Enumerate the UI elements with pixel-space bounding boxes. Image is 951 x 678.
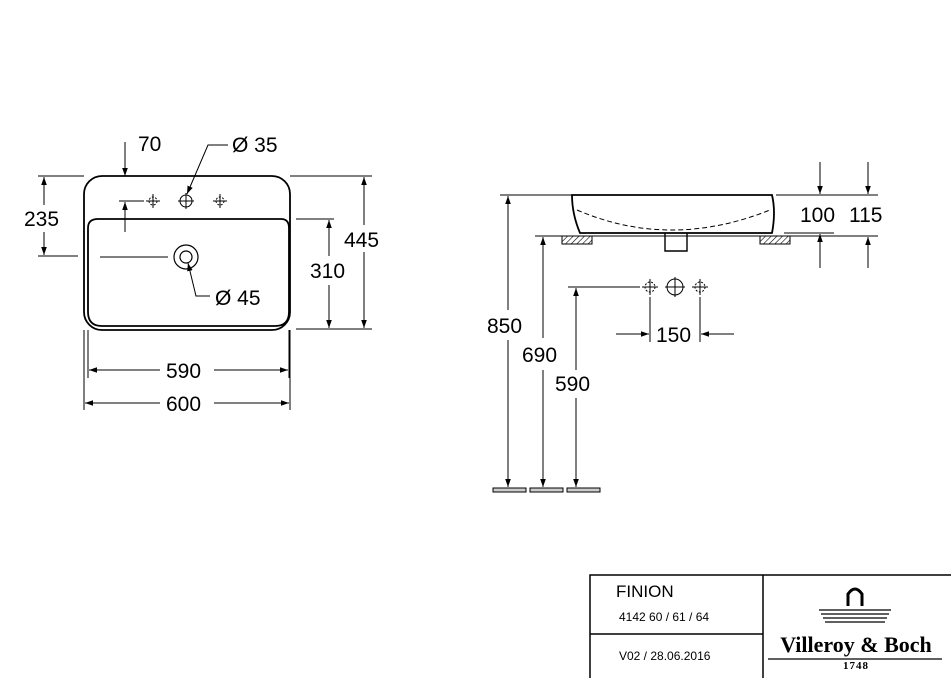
countertop-hatch-left — [561, 235, 593, 245]
plan-dim-70: 70 — [138, 133, 161, 156]
drain-stub — [664, 233, 688, 252]
title-block-brand: Villeroy & Boch — [780, 632, 932, 657]
plan-dim-235: 235 — [24, 208, 59, 231]
side-dim-100: 100 — [800, 204, 835, 227]
tap-hole-marks — [146, 193, 227, 209]
plan-dim-d45: Ø 45 — [215, 287, 261, 310]
plan-dim-d35: Ø 35 — [232, 134, 278, 157]
plan-view — [38, 142, 372, 410]
title-block-version: V02 / 28.06.2016 — [619, 649, 711, 663]
plan-dim-445: 445 — [344, 229, 379, 252]
basin-side-outline — [571, 194, 775, 234]
side-dim-115: 115 — [849, 204, 882, 227]
title-block-year: 1748 — [843, 660, 869, 672]
tap-hole-row — [642, 277, 708, 297]
side-dim-590: 590 — [555, 373, 590, 396]
plan-dim-590: 590 — [166, 360, 201, 383]
drain-hole — [100, 244, 199, 270]
side-dim-850: 850 — [487, 315, 522, 338]
side-view — [492, 162, 878, 493]
floor-block — [529, 487, 564, 493]
title-block-frame — [589, 574, 951, 678]
title-block-product: FINION — [616, 582, 674, 601]
basin-inner-bowl — [87, 218, 290, 327]
countertop-hatch-right — [759, 235, 791, 245]
side-dim-690: 690 — [522, 344, 557, 367]
plan-dim-600: 600 — [166, 393, 201, 416]
basin-outer-outline — [83, 175, 291, 331]
title-block-article-numbers: 4142 60 / 61 / 64 — [619, 610, 710, 624]
plan-dim-310: 310 — [310, 260, 345, 283]
villeroy-boch-logo-mark — [768, 587, 942, 660]
side-dim-150: 150 — [656, 324, 691, 347]
basin-inner-dashed — [576, 209, 771, 231]
floor-block — [492, 487, 527, 493]
floor-block — [566, 487, 601, 493]
